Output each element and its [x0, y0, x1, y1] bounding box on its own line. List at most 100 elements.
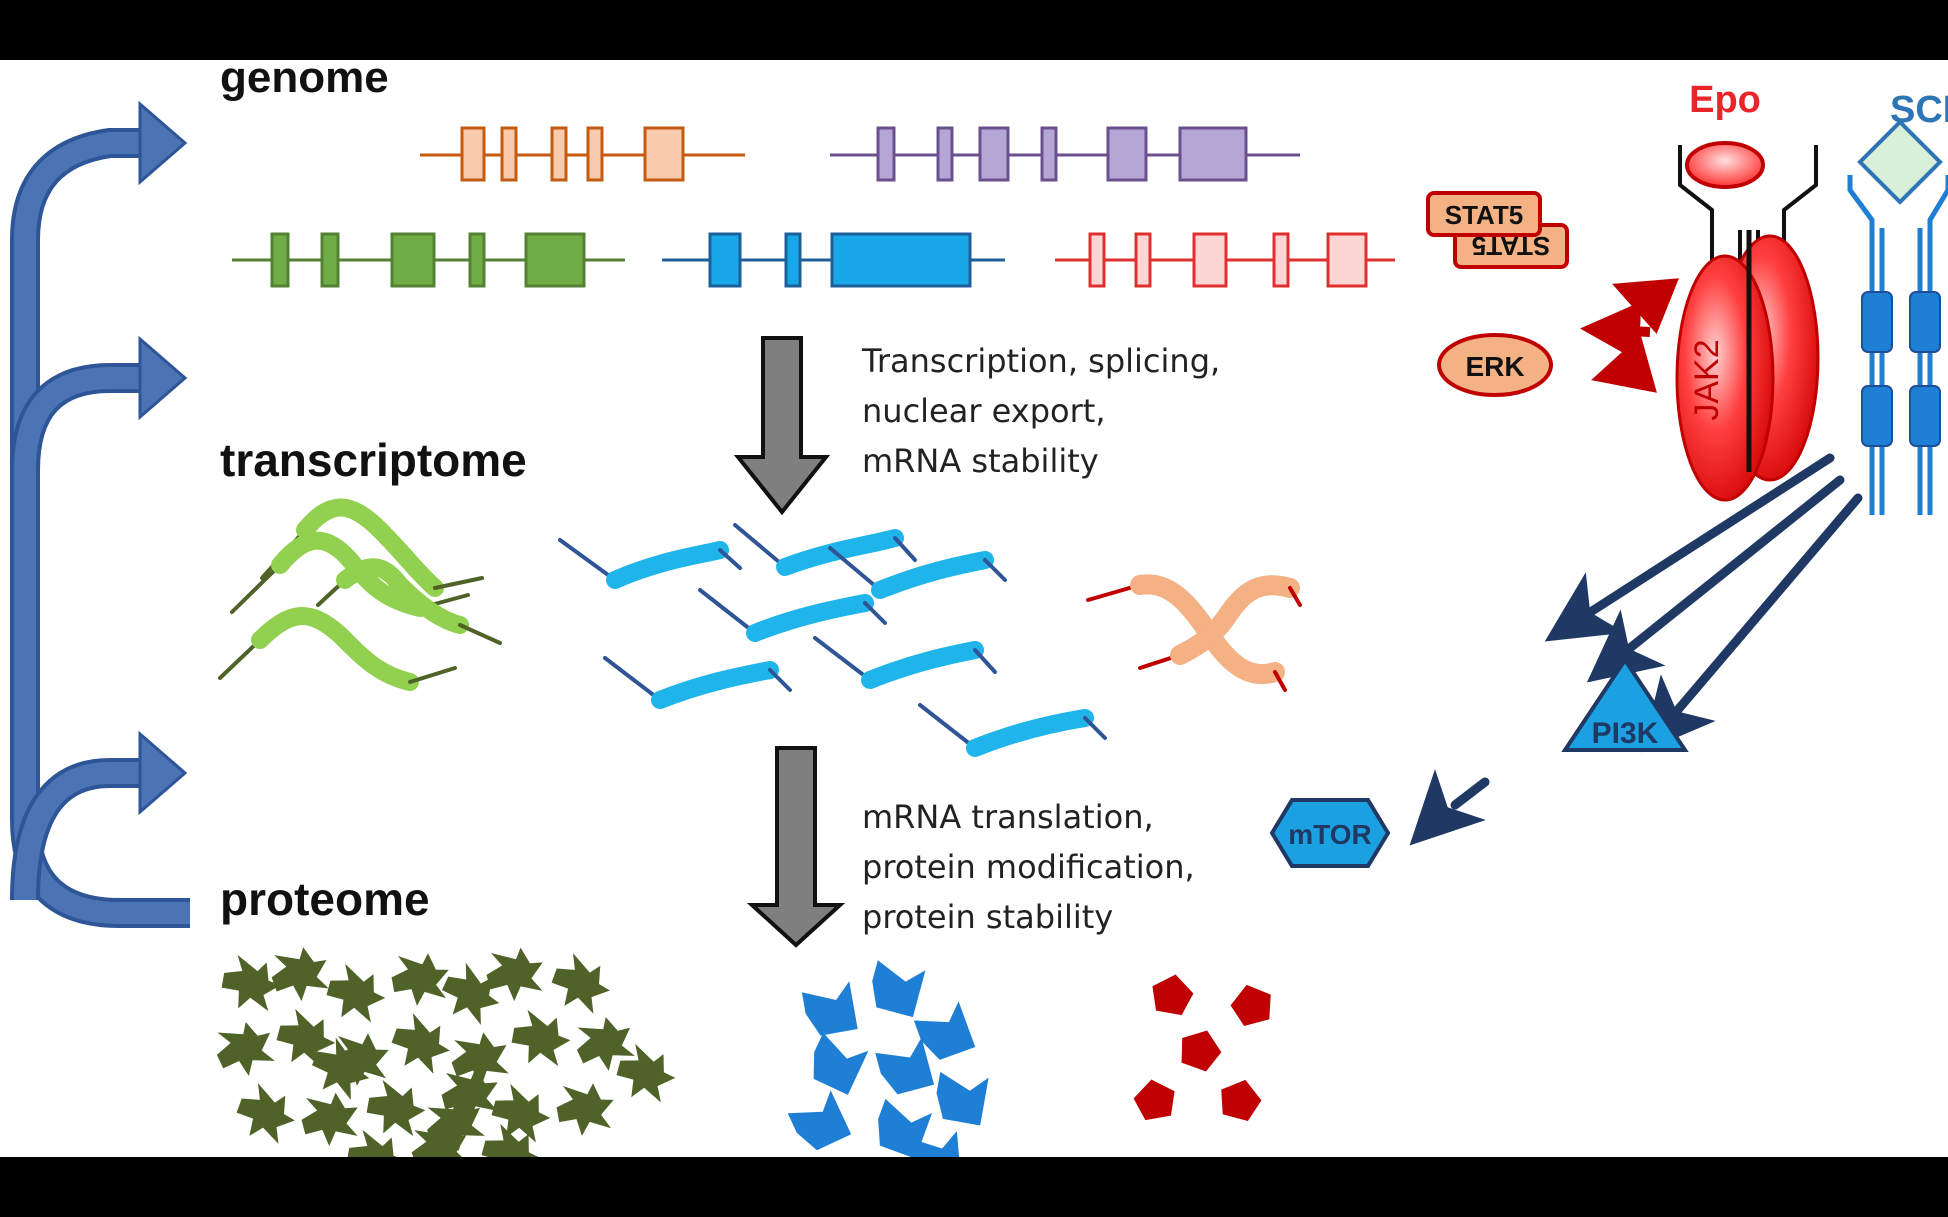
protein-green-icon [441, 1067, 498, 1122]
scf-label: SCF [1890, 89, 1948, 131]
stat5-front-label: STAT5 [1445, 200, 1523, 230]
mrna-blue-group [558, 523, 1107, 757]
gene-orange [420, 126, 745, 182]
protein-blue-icon [813, 1032, 869, 1095]
step-transcription: Transcription, splicing, nuclear export,… [861, 342, 1220, 480]
mrna-green-group [218, 498, 502, 691]
pi3k-node: PI3K [1561, 656, 1689, 752]
mrna-blue-3 [828, 546, 1007, 599]
protein-blue-icon [801, 981, 858, 1036]
step-transcription-line-1: Transcription, splicing, [861, 342, 1220, 380]
mrna-green-3 [218, 607, 457, 691]
gene-purple [830, 126, 1300, 182]
epo-ligand-icon [1685, 141, 1765, 189]
protein-green-icon [311, 1037, 370, 1100]
mrna-orange-2 [1138, 575, 1302, 670]
level-genome-label: genome [220, 60, 389, 102]
proteins-blue [787, 960, 989, 1157]
mrna-orange-1 [1086, 574, 1287, 692]
jak2-label: JAK2 [1688, 339, 1726, 420]
feedback-branch-transcriptome-fill [14, 367, 140, 471]
step-translation-line-1: mRNA translation, [862, 798, 1154, 836]
protein-green-icon [451, 1032, 509, 1087]
protein-red-icon [1152, 974, 1194, 1016]
mrna-blue-4 [698, 588, 887, 642]
pi3k-to-mtor-arrow [1409, 769, 1490, 846]
gene-blue [662, 232, 1005, 288]
process-arrow-translation-icon [746, 746, 846, 948]
jak2-kinase: JAK2 [1675, 230, 1820, 502]
protein-green-icon [556, 1083, 614, 1136]
process-arrow-transcription-icon [733, 336, 831, 516]
scf-receptor [1847, 175, 1948, 515]
protein-green-icon [301, 1092, 358, 1147]
receptor-to-pi3k-arrows [1544, 453, 1863, 753]
protein-green-icon [481, 1123, 541, 1157]
protein-green-icon [441, 962, 500, 1025]
protein-green-icon [491, 1083, 551, 1143]
protein-green-icon [276, 1008, 336, 1068]
arrowhead-proteome-icon [138, 730, 188, 816]
step-transcription-line-2: nuclear export, [862, 392, 1106, 430]
protein-green-icon [221, 954, 281, 1012]
stat5-front-box [1426, 191, 1542, 237]
gene-green [232, 232, 625, 288]
mrna-blue-6 [603, 656, 792, 709]
protein-green-icon [511, 1009, 571, 1067]
feedback-arrows [10, 128, 190, 928]
protein-blue-icon [913, 1001, 976, 1060]
protein-blue-icon [872, 960, 926, 1018]
protein-blue-icon [875, 1037, 935, 1095]
arrowhead-genome-icon [138, 100, 188, 186]
protein-green-icon [216, 1022, 275, 1076]
gene-red [1055, 232, 1395, 288]
scf-kinase-3-icon [1861, 385, 1893, 447]
scf-kinase-2-icon [1909, 291, 1941, 353]
protein-green-icon [346, 1129, 406, 1157]
protein-blue-icon [936, 1071, 989, 1126]
protein-blue-icon [787, 1090, 852, 1151]
mrna-blue-5 [813, 636, 997, 689]
erk-node: ERK [1437, 333, 1553, 397]
scf-kinase-4-icon [1909, 385, 1941, 447]
protein-green-icon [236, 1083, 295, 1144]
pi3k-label: PI3K [1592, 717, 1659, 750]
scf-ligand-icon [1857, 119, 1943, 205]
protein-green-icon [486, 947, 543, 1002]
protein-green-icon [391, 1013, 450, 1074]
protein-green-icon [551, 953, 610, 1014]
diagram-svg: genome transcriptome proteome [10, 60, 1948, 1157]
protein-green-icon [326, 963, 386, 1023]
feedback-branch-proteome-fill [14, 762, 140, 901]
protein-green-icon [366, 1079, 426, 1137]
step-translation-line-2: protein modification, [862, 848, 1195, 886]
erk-label: ERK [1465, 351, 1524, 382]
protein-red-icon [1133, 1079, 1175, 1121]
mrna-orange-group [1086, 574, 1302, 692]
mtor-label: mTOR [1288, 819, 1372, 850]
mrna-blue-7 [918, 703, 1107, 757]
mtor-node: mTOR [1269, 798, 1391, 868]
step-transcription-line-3: mRNA stability [862, 442, 1099, 480]
protein-red-icon [1230, 984, 1271, 1026]
mrna-green-4 [316, 558, 502, 645]
protein-red-icon [1181, 1030, 1222, 1072]
mrna-blue-1 [558, 538, 742, 589]
stat5-complex: STAT5 STAT5 [1426, 191, 1569, 269]
protein-green-icon [576, 1017, 635, 1071]
protein-green-icon [391, 953, 449, 1006]
mrna-blue-2 [733, 523, 917, 576]
protein-red-icon [1221, 1079, 1262, 1121]
protein-green-icon [411, 1122, 469, 1157]
arrowhead-transcriptome-icon [138, 335, 188, 421]
proteins-green [216, 947, 676, 1157]
protein-green-icon [616, 1043, 676, 1103]
diagram-canvas: genome transcriptome proteome [0, 60, 1948, 1157]
epo-label: Epo [1689, 79, 1761, 121]
level-proteome-label: proteome [220, 873, 430, 925]
scf-kinase-1-icon [1861, 291, 1893, 353]
step-translation: mRNA translation, protein modification, … [862, 798, 1195, 936]
proteins-red [1133, 974, 1271, 1121]
protein-blue-icon [908, 1130, 962, 1157]
